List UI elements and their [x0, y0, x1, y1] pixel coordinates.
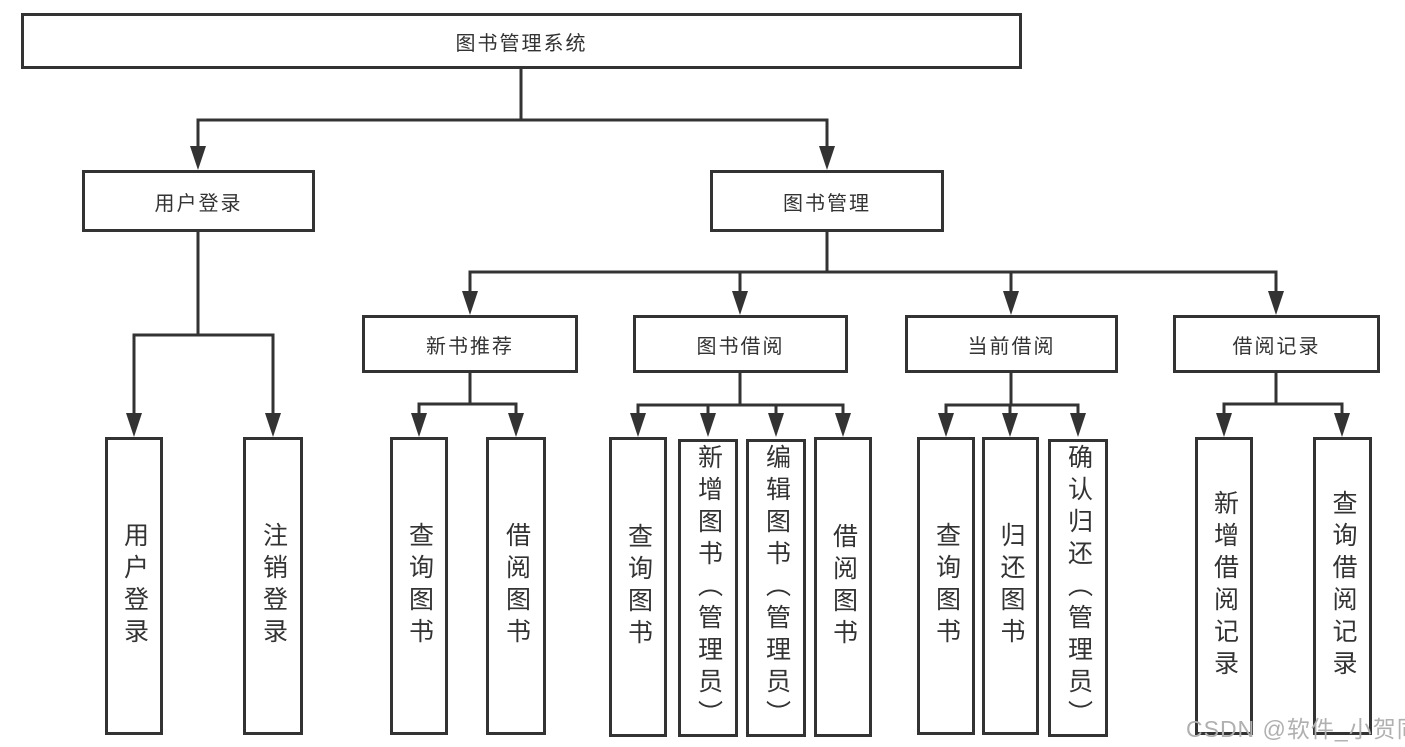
node-label: 新增借阅记录 [1210, 490, 1239, 682]
node-new-book-recommendation: 新书推荐 [362, 315, 578, 373]
node-library-management-system: 图书管理系统 [21, 13, 1022, 69]
node-leaf-query-borrow-record: 查询借阅记录 [1313, 437, 1372, 735]
node-label: 新增图书（管理员） [694, 444, 723, 732]
node-label: 编辑图书（管理员） [762, 444, 791, 732]
node-leaf-add-books-admin: 新增图书（管理员） [678, 439, 738, 737]
node-book-management: 图书管理 [710, 170, 944, 232]
node-label: 注销登录 [259, 522, 288, 650]
node-label: 查询图书 [405, 522, 434, 650]
node-leaf-return-books: 归还图书 [982, 437, 1039, 735]
node-leaf-borrow-books: 借阅图书 [814, 437, 872, 737]
node-leaf-query-books-borrowing: 查询图书 [609, 437, 667, 737]
node-label: 用户登录 [154, 192, 243, 215]
node-label: 借阅图书 [502, 522, 531, 650]
node-label: 查询图书 [932, 522, 961, 650]
node-leaf-add-borrow-record: 新增借阅记录 [1195, 437, 1253, 735]
node-leaf-edit-books-admin: 编辑图书（管理员） [746, 439, 806, 737]
node-leaf-query-books-recommendation: 查询图书 [390, 437, 448, 735]
node-label: 图书借阅 [696, 335, 785, 358]
node-label: 用户登录 [120, 522, 149, 650]
node-label: 当前借阅 [967, 335, 1056, 358]
node-leaf-user-login: 用户登录 [105, 437, 163, 735]
node-label: 借阅图书 [829, 523, 858, 651]
node-label: 确认归还（管理员） [1064, 444, 1093, 732]
node-leaf-query-books-current: 查询图书 [917, 437, 975, 735]
node-leaf-confirm-return-admin: 确认归还（管理员） [1048, 439, 1108, 737]
node-label: 查询借阅记录 [1329, 490, 1357, 682]
node-borrowing-records: 借阅记录 [1173, 315, 1380, 373]
node-leaf-logout: 注销登录 [243, 437, 303, 735]
node-label: 查询图书 [624, 523, 653, 651]
node-label: 图书管理系统 [455, 32, 588, 55]
node-label: 新书推荐 [426, 335, 514, 358]
csdn-watermark: CSDN @软件_小贺同学 [1186, 716, 1405, 742]
node-label: 借阅记录 [1232, 335, 1321, 358]
node-label: 归还图书 [997, 522, 1025, 650]
node-user-login: 用户登录 [82, 170, 315, 232]
node-book-borrowing: 图书借阅 [633, 315, 848, 373]
node-label: 图书管理 [783, 192, 871, 215]
node-leaf-borrow-books-recommendation: 借阅图书 [486, 437, 546, 735]
node-current-borrowing: 当前借阅 [905, 315, 1118, 373]
